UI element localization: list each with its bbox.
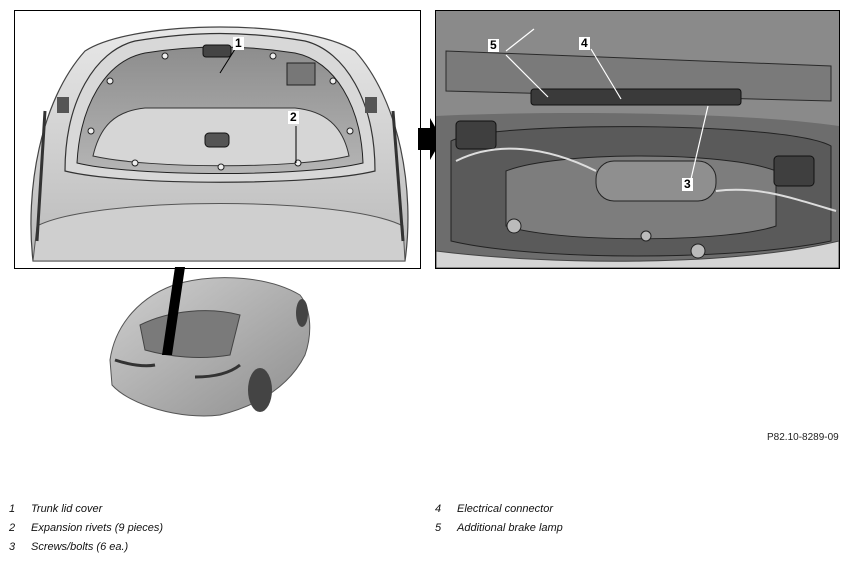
trunk-lid-cover-illustration: 1 2 [14,10,421,269]
legend-item-label: Electrical connector [457,503,553,515]
vehicle-locator-illustration [109,267,311,417]
callout-4: 4 [579,36,590,50]
legend-left-column: 1 Trunk lid cover 2 Expansion rivets (9 … [9,503,163,560]
legend-item-label: Expansion rivets (9 pieces) [31,522,164,534]
legend-item: 4 Electrical connector [435,503,563,522]
legend-right-column: 4 Electrical connector 5 Additional brak… [435,503,563,541]
legend-item-number: 4 [435,503,442,515]
legend-item-label: Screws/bolts (6 ea.) [31,541,129,553]
callout-2: 2 [288,110,299,124]
legend-item-number: 5 [435,522,442,534]
legend-item-number: 1 [9,503,16,515]
legend-item-label: Additional brake lamp [457,522,563,534]
trunk-lid-drawing [30,26,409,262]
figure-reference-code: P82.10-8289-09 [767,432,839,443]
legend-item-number: 3 [9,541,16,553]
legend-item-label: Trunk lid cover [31,503,103,515]
callout-1: 1 [233,36,244,50]
callout-3: 3 [682,177,693,191]
callout-5: 5 [488,38,499,52]
legend-item: 3 Screws/bolts (6 ea.) [9,541,163,560]
trunk-interior-illustration: 5 4 3 [435,10,840,269]
legend-item: 5 Additional brake lamp [435,522,563,541]
trunk-interior-drawing [436,11,839,268]
legend-item-number: 2 [9,522,16,534]
legend-item: 1 Trunk lid cover [9,503,163,522]
legend-item: 2 Expansion rivets (9 pieces) [9,522,163,541]
